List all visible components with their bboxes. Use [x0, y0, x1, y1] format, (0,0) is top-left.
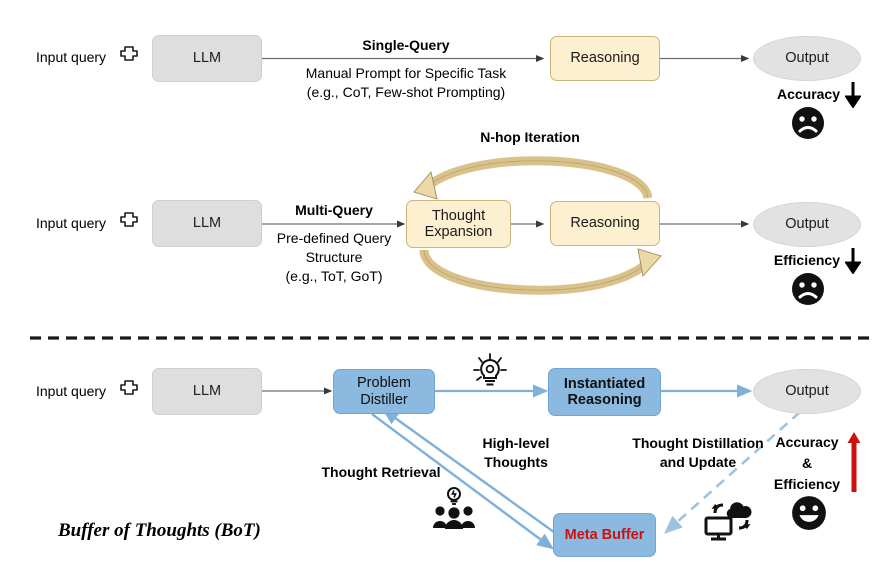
down-arrow-icon-row1 [845, 82, 861, 108]
output-label-row2: Output [785, 216, 829, 233]
thought-expansion-box[interactable]: Thought Expansion [406, 200, 511, 248]
lightbulb-idea-icon [473, 353, 507, 386]
instantiated-line2: Reasoning [567, 392, 642, 408]
problem-distiller-box[interactable]: Problem Distiller [333, 369, 435, 414]
llm-label-row3: LLM [192, 383, 222, 400]
up-arrow-icon-row3 [847, 432, 861, 492]
single-query-sub-line1: Manual Prompt for Specific Task [305, 65, 507, 81]
efficiency-label-row2: Efficiency [773, 252, 840, 268]
single-query-sub-line2: (e.g., CoT, Few-shot Prompting) [306, 84, 506, 100]
figure-caption: Buffer of Thoughts (BoT) [58, 520, 261, 541]
single-query-label: Single-Query [362, 37, 450, 53]
input-query-label-row1: Input query [36, 49, 107, 65]
output-label-row3: Output [785, 383, 829, 400]
output-ellipse-row1[interactable]: Output [753, 36, 861, 81]
accuracy-label-row1: Accuracy [776, 86, 840, 102]
thought-expansion-line1: Thought [431, 207, 486, 224]
high-level-thoughts-line1: High-level [482, 435, 550, 451]
output-ellipse-row2[interactable]: Output [753, 202, 861, 247]
instantiated-line1: Instantiated [563, 375, 646, 392]
problem-distiller-line2: Distiller [360, 391, 408, 408]
puzzle-piece-icon-row3 [120, 380, 138, 395]
thought-expansion-line2: Expansion [424, 224, 493, 240]
computer-cloud-sync-icon [704, 502, 752, 541]
sad-face-icon-row1 [792, 107, 824, 139]
thought-retrieval-label: Thought Retrieval [321, 464, 441, 480]
thought-distillation-line2: and Update [659, 454, 737, 470]
loop-arrow-top [413, 156, 653, 200]
multi-query-sub-line3: (e.g., ToT, GoT) [285, 268, 383, 284]
output-label-row1: Output [785, 50, 829, 67]
sad-face-icon-row2 [792, 273, 824, 305]
multi-query-label: Multi-Query [295, 202, 373, 218]
problem-distiller-line1: Problem [357, 375, 411, 392]
meta-buffer-label: Meta Buffer [564, 526, 645, 543]
llm-box-row3[interactable]: LLM [152, 368, 262, 415]
down-arrow-icon-row2 [845, 248, 861, 274]
input-query-label-row3: Input query [36, 383, 107, 399]
meta-buffer-box[interactable]: Meta Buffer [553, 513, 656, 557]
llm-box-row1[interactable]: LLM [152, 35, 262, 82]
multi-query-sub-line1: Pre-defined Query [276, 230, 392, 246]
reasoning-label-row2: Reasoning [570, 215, 640, 232]
reasoning-label-row1: Reasoning [570, 50, 640, 67]
high-level-thoughts-line2: Thoughts [484, 454, 548, 470]
n-hop-iteration-label: N-hop Iteration [480, 129, 580, 145]
multi-query-sub-line2: Structure [305, 249, 363, 265]
thought-distillation-line1: Thought Distillation [632, 435, 764, 451]
reasoning-box-row2[interactable]: Reasoning [550, 201, 660, 246]
instantiated-reasoning-box[interactable]: Instantiated Reasoning [548, 368, 661, 416]
bot-metric-line3: Efficiency [773, 476, 841, 492]
puzzle-piece-icon-row1 [120, 46, 138, 61]
output-ellipse-row3[interactable]: Output [753, 369, 861, 414]
llm-label-row1: LLM [192, 50, 222, 67]
bot-metric-line2: & [801, 455, 813, 471]
people-idea-icon [433, 487, 475, 529]
llm-box-row2[interactable]: LLM [152, 200, 262, 247]
llm-label-row2: LLM [192, 215, 222, 232]
bot-metric-line1: Accuracy [775, 434, 839, 450]
input-query-label-row2: Input query [36, 215, 107, 231]
loop-arrow-bottom [419, 248, 662, 295]
happy-face-icon-row3 [792, 496, 826, 530]
puzzle-piece-icon-row2 [120, 212, 138, 227]
reasoning-box-row1[interactable]: Reasoning [550, 36, 660, 81]
